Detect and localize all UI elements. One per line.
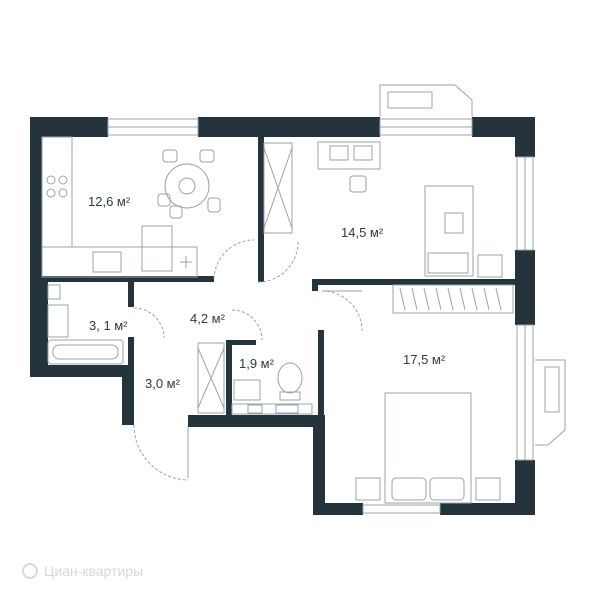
watermark: Циан-квартиры [22,563,143,579]
bathroom-area-label: 3, 1 м² [89,318,128,333]
dining-table-icon [164,163,210,209]
wc-area-label: 1,9 м² [239,356,275,371]
kitchen-counter [41,136,73,248]
doors [133,239,363,481]
washbasin-icon [47,304,69,338]
door-leaves [187,290,362,478]
entrance-wardrobe [197,342,225,414]
balconies [379,84,566,446]
kitchen-furniture [41,136,221,278]
fridge-icon [141,225,173,272]
interior-walls [42,137,515,418]
bathroom-fixtures [47,284,124,365]
hall-area-label: 4,2 м² [190,311,226,326]
outer-walls [30,117,535,515]
bedroom1-furniture [263,141,503,278]
bathtub-icon [47,339,124,365]
bed-icon [424,185,474,277]
logo-circle-icon [22,563,38,579]
entrance-closet-icon [197,342,225,414]
double-bed-icon [384,392,472,504]
wc-fixtures [231,362,313,415]
desk-icon [317,141,381,170]
watermark-text: Циан-квартиры [44,563,144,579]
bedroom2-area-label: 17,5 м² [403,352,446,367]
bedroom2-wardrobe-icon [392,284,514,314]
windows [107,118,534,514]
bedroom1-area-label: 14,5 м² [341,225,384,240]
kitchen-area-label: 12,6 м² [88,194,131,209]
entrance-area-label: 3,0 м² [145,376,181,391]
sink-icon [92,251,122,273]
wardrobe-icon [263,142,293,234]
kitchen-counter-bottom [41,246,198,278]
toilet-icon [277,362,303,394]
bedroom2-furniture [355,284,514,504]
wc-sink-icon [233,379,261,401]
